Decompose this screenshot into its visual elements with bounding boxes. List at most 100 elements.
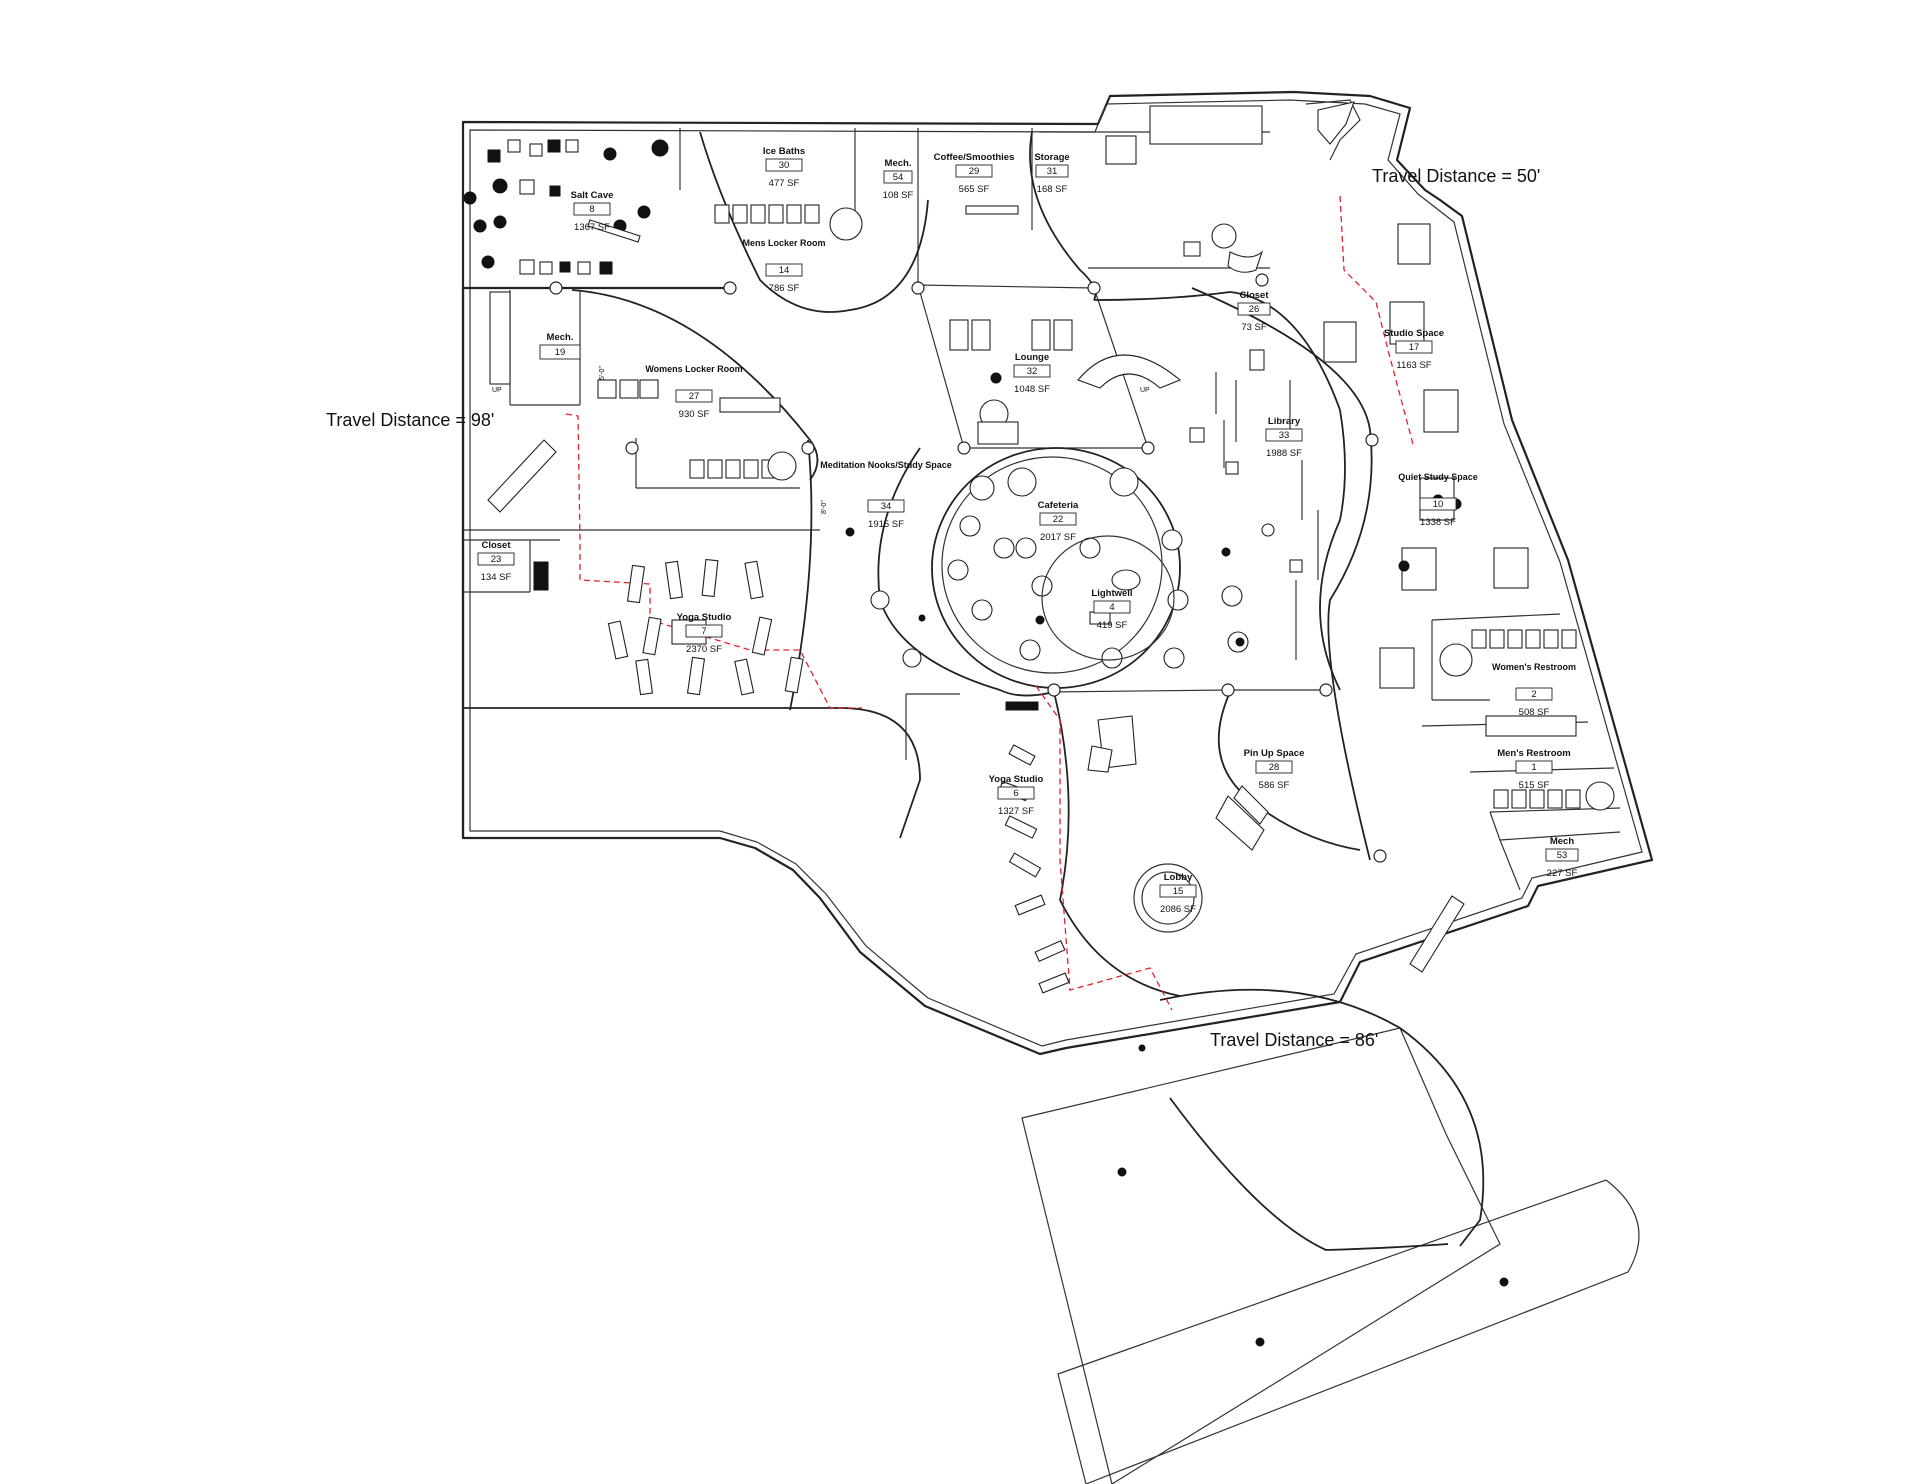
meditation-pods [845, 527, 926, 668]
svg-text:Pin Up Space: Pin Up Space [1244, 748, 1305, 759]
svg-text:108 SF: 108 SF [883, 190, 914, 201]
svg-text:1338 SF: 1338 SF [1420, 517, 1456, 528]
room-tag-meditation: Meditation Nooks/Study Space 34 1915 SF [820, 460, 952, 530]
stair-up-label: UP [492, 387, 502, 394]
svg-text:1988 SF: 1988 SF [1266, 448, 1302, 459]
svg-text:27: 27 [689, 391, 700, 402]
room-tag-closet-26: Closet 26 73 SF [1237, 290, 1271, 333]
svg-text:Lounge: Lounge [1015, 352, 1049, 363]
room-tags: Ice Baths 30 477 SF Mech. 54 108 SF Coff… [477, 146, 1579, 915]
svg-text:Mens Locker Room: Mens Locker Room [742, 238, 825, 248]
svg-text:1: 1 [1531, 762, 1536, 773]
svg-text:Meditation Nooks/Study Space: Meditation Nooks/Study Space [820, 460, 952, 470]
svg-text:32: 32 [1027, 366, 1038, 377]
svg-text:23: 23 [491, 554, 502, 565]
svg-text:30: 30 [779, 160, 790, 171]
furniture [463, 101, 1615, 1347]
room-tag-cafeteria: Cafeteria 22 2017 SF [1038, 500, 1079, 543]
svg-text:33: 33 [1279, 430, 1290, 441]
svg-text:8: 8 [589, 204, 594, 215]
room-tag-mech-53: Mech 53 227 SF [1545, 836, 1579, 879]
svg-text:1367 SF: 1367 SF [574, 222, 610, 233]
room-tag-mens-restroom: Men's Restroom 1 515 SF [1497, 748, 1571, 791]
svg-text:Yoga Studio: Yoga Studio [989, 774, 1044, 785]
coffee-counter [965, 105, 1264, 273]
room-tag-yoga-6: Yoga Studio 6 1327 SF [989, 774, 1044, 817]
room-tag-yoga-7: Yoga Studio 7 2370 SF [677, 612, 732, 655]
svg-text:477 SF: 477 SF [769, 178, 800, 189]
svg-text:Womens Locker Room: Womens Locker Room [645, 364, 742, 374]
svg-text:2017 SF: 2017 SF [1040, 532, 1076, 543]
svg-text:53: 53 [1557, 850, 1568, 861]
svg-text:Mech.: Mech. [547, 332, 574, 343]
room-tag-library: Library 33 1988 SF [1265, 416, 1303, 459]
cafeteria-tables [947, 467, 1249, 669]
svg-text:Lobby: Lobby [1164, 872, 1193, 883]
svg-text:31: 31 [1047, 166, 1058, 177]
svg-text:Women's Restroom: Women's Restroom [1492, 662, 1576, 672]
svg-text:10: 10 [1433, 499, 1444, 510]
svg-text:508 SF: 508 SF [1519, 707, 1550, 718]
room-tag-studio-space: Studio Space 17 1163 SF [1384, 328, 1444, 371]
east-stairs [1317, 101, 1465, 973]
svg-text:Ice Baths: Ice Baths [763, 146, 805, 157]
svg-text:Studio Space: Studio Space [1384, 328, 1444, 339]
svg-text:515 SF: 515 SF [1519, 780, 1550, 791]
svg-text:Closet: Closet [1239, 290, 1269, 301]
room-tag-salt-cave: Salt Cave 8 1367 SF [571, 190, 614, 233]
exterior-walls [461, 90, 1654, 1056]
room-tag-lounge: Lounge 32 1048 SF [1013, 352, 1051, 395]
svg-text:2: 2 [1531, 689, 1536, 700]
stair-up-label-lounge: UP [1140, 387, 1150, 394]
svg-text:Lightwell: Lightwell [1091, 588, 1132, 599]
svg-text:7: 7 [701, 626, 706, 637]
svg-text:Men's Restroom: Men's Restroom [1497, 748, 1571, 759]
svg-text:15: 15 [1173, 886, 1184, 897]
room-tag-mech-19: Mech. 19 [539, 332, 581, 360]
svg-text:73 SF: 73 SF [1241, 322, 1267, 333]
svg-text:22: 22 [1053, 514, 1064, 525]
svg-text:134 SF: 134 SF [481, 572, 512, 583]
svg-text:28: 28 [1269, 762, 1280, 773]
room-tag-quiet-study: Quiet Study Space 10 1338 SF [1398, 472, 1478, 528]
pin-up-furniture [1005, 701, 1269, 933]
svg-text:19: 19 [555, 347, 566, 358]
svg-text:419 SF: 419 SF [1097, 620, 1128, 631]
room-tag-womens-restroom: Women's Restroom 2 508 SF [1492, 662, 1576, 718]
svg-text:Library: Library [1268, 416, 1301, 427]
studio-tables [1323, 223, 1529, 689]
annotations: Travel Distance = 50' Travel Distance = … [326, 166, 1540, 1050]
room-tag-lightwell: Lightwell 4 419 SF [1091, 588, 1132, 631]
svg-text:Mech: Mech [1550, 836, 1574, 847]
room-tag-pin-up: Pin Up Space 28 586 SF [1244, 748, 1305, 791]
svg-text:Quiet Study Space: Quiet Study Space [1398, 472, 1478, 482]
travel-distance-86: Travel Distance = 86' [1210, 1030, 1378, 1050]
svg-text:1327 SF: 1327 SF [998, 806, 1034, 817]
svg-text:Storage: Storage [1034, 152, 1069, 163]
svg-text:565 SF: 565 SF [959, 184, 990, 195]
svg-text:2370 SF: 2370 SF [686, 644, 722, 655]
entrance-canopy [1021, 988, 1640, 1484]
room-tag-mens-locker: Mens Locker Room 14 786 SF [742, 238, 825, 294]
west-stairs [487, 291, 557, 591]
locker-room-fixtures [597, 204, 863, 481]
svg-text:1915 SF: 1915 SF [868, 519, 904, 530]
svg-text:2086 SF: 2086 SF [1160, 904, 1196, 915]
travel-distance-98: Travel Distance = 98' [326, 410, 494, 430]
svg-text:4: 4 [1109, 602, 1114, 613]
room-tag-womens-locker: Womens Locker Room 27 930 SF [645, 364, 742, 420]
library-shelves [1189, 349, 1319, 660]
svg-text:930 SF: 930 SF [679, 409, 710, 420]
svg-text:Cafeteria: Cafeteria [1038, 500, 1079, 511]
lounge-furniture [949, 319, 1182, 445]
dimension-note: 8'-0" [821, 500, 828, 514]
room-tag-coffee: Coffee/Smoothies 29 565 SF [934, 152, 1015, 195]
svg-text:586 SF: 586 SF [1259, 780, 1290, 791]
svg-text:Closet: Closet [481, 540, 511, 551]
room-tag-ice-baths: Ice Baths 30 477 SF [763, 146, 805, 189]
room-tag-lobby: Lobby 15 2086 SF [1159, 872, 1197, 915]
svg-text:29: 29 [969, 166, 980, 177]
svg-text:6: 6 [1013, 788, 1018, 799]
svg-text:Salt Cave: Salt Cave [571, 190, 614, 201]
